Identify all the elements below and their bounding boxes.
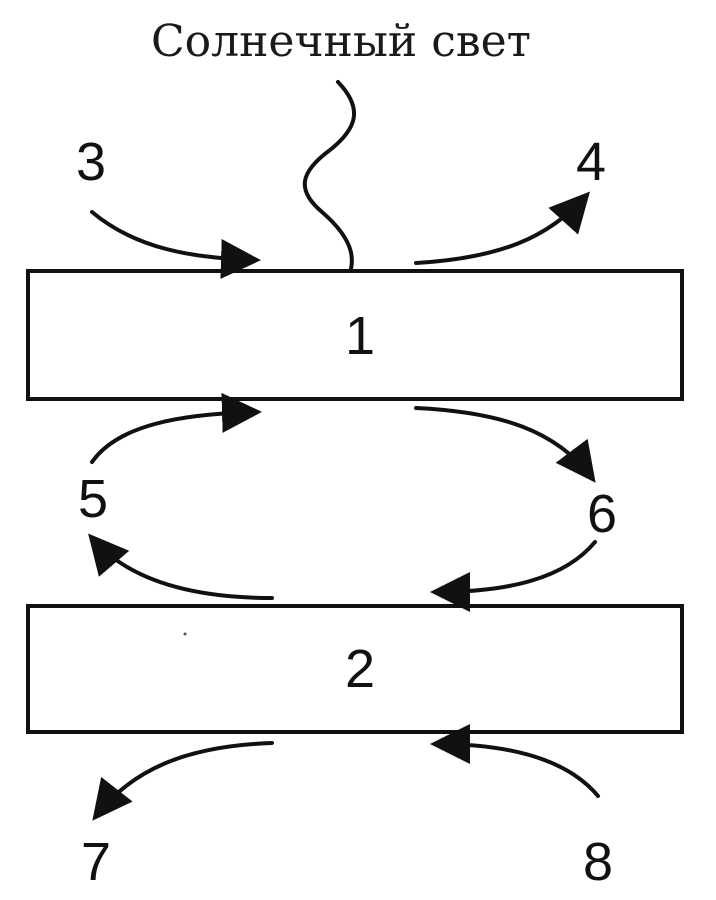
arrow-7 [92, 741, 274, 821]
label-8: 8 [583, 832, 613, 892]
arrow-8 [430, 724, 600, 798]
arrow-6 [414, 406, 596, 483]
arrow-3 [90, 210, 261, 279]
scan-dot [183, 632, 187, 636]
label-3: 3 [76, 132, 106, 192]
arrow-5 [90, 392, 262, 464]
label-5: 5 [78, 469, 108, 529]
upper-box [26, 269, 684, 401]
arrow-4 [414, 191, 591, 265]
label-7: 7 [81, 832, 111, 892]
arrow-lower-to-5 [88, 533, 274, 600]
arrow-6-to-lower [430, 540, 597, 612]
label-6: 6 [587, 484, 617, 544]
lower-box-label: 2 [345, 639, 375, 699]
upper-box-label: 1 [345, 306, 375, 366]
sunlight-wave-arrow [302, 80, 357, 322]
label-4: 4 [576, 132, 606, 192]
lower-box [26, 604, 684, 734]
sunlight-title: Солнечный свет [151, 16, 531, 67]
